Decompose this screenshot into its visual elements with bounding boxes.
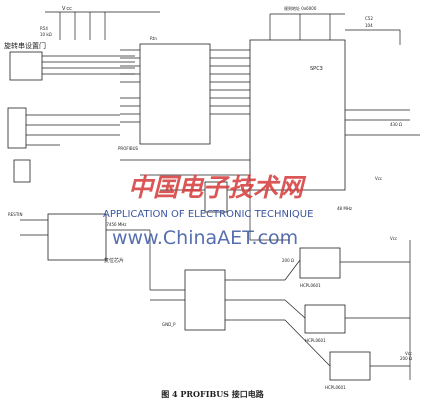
vcc4-label: Vcc bbox=[375, 176, 382, 181]
rotary-switch bbox=[9, 51, 43, 81]
mcu-chip bbox=[139, 43, 211, 145]
resistor-label: R54 bbox=[40, 26, 48, 31]
rtn-label: Rtn bbox=[150, 36, 157, 41]
rotary-switch-label: 旋转串设置门 bbox=[4, 41, 46, 50]
gnd-label: GND_P bbox=[162, 322, 176, 327]
crystal2-label: 14.7456 MHz bbox=[100, 222, 126, 227]
optocoupler-2 bbox=[304, 304, 346, 334]
profibus-chip-label: PROFIBUS bbox=[118, 146, 138, 151]
crystal bbox=[204, 181, 228, 213]
hcpl3-label: HCPL0601 bbox=[325, 385, 346, 390]
reset-label: RESTIN bbox=[8, 212, 22, 217]
spc3-chip bbox=[249, 39, 346, 191]
res-200-label: 200 Ω bbox=[282, 258, 294, 263]
reset-circuit bbox=[47, 213, 107, 261]
hcpl1-label: HCPL0601 bbox=[300, 283, 321, 288]
bus-driver-chip bbox=[184, 269, 226, 331]
optocoupler-1 bbox=[299, 247, 341, 279]
resistor-value: 10 kΩ bbox=[40, 32, 52, 37]
vcc3-label: Vcc bbox=[405, 351, 412, 356]
watermark-url: www.ChinaAET.com bbox=[112, 227, 298, 249]
res-200b-label: 200 Ω bbox=[400, 356, 412, 361]
watermark-cn: 中国电子技术网 bbox=[128, 173, 307, 202]
mcu-sub-label: 104 bbox=[365, 23, 373, 28]
hcpl2-label: HCPL0601 bbox=[305, 338, 326, 343]
optocoupler-3 bbox=[329, 351, 371, 381]
vcc2-label: Vcc bbox=[390, 236, 397, 241]
figure-caption: 图 4 PROFIBUS 接口电路 bbox=[161, 389, 264, 399]
mcu-top-label: C52 bbox=[365, 16, 373, 21]
vcc-top-label: V cc bbox=[62, 6, 72, 12]
watermark-en: APPLICATION OF ELECTRONIC TECHNIQUE bbox=[103, 209, 313, 220]
spc3-name: SPC3 bbox=[310, 66, 323, 72]
address-label: 规则地址 0x6000 bbox=[284, 5, 317, 11]
connector-block bbox=[7, 107, 27, 149]
crystal-label: 48 MHz bbox=[337, 206, 352, 211]
reset-chip-label: 复位芯片 bbox=[104, 257, 124, 264]
jumper-block bbox=[13, 159, 31, 183]
res-430-label: 430 Ω bbox=[390, 122, 402, 127]
